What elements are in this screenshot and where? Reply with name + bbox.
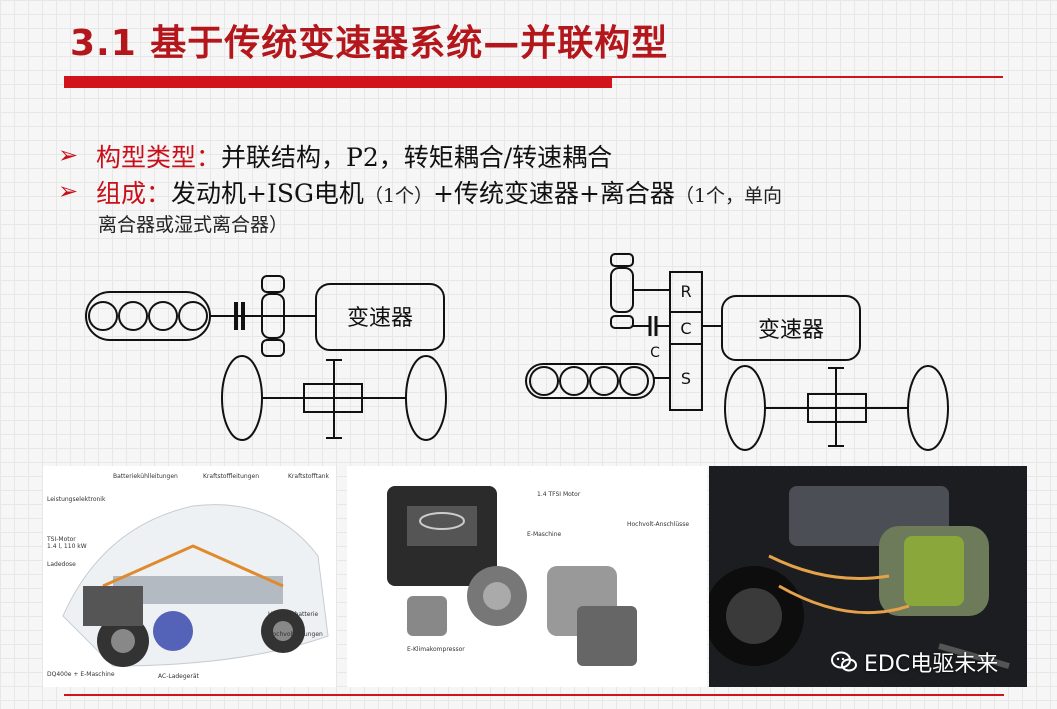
bottom-rule xyxy=(64,694,1004,696)
svg-text:Ladedose: Ladedose xyxy=(47,561,76,568)
svg-text:1.4 TFSI Motor: 1.4 TFSI Motor xyxy=(537,491,581,498)
photo-exploded-powertrain: 1.4 TFSI Motor E-Maschine Hochvolt-Ansch… xyxy=(347,466,707,687)
svg-text:Kraftstofftank: Kraftstofftank xyxy=(288,473,330,480)
diagram-left xyxy=(85,275,447,441)
svg-text:1.4 l, 110 kW: 1.4 l, 110 kW xyxy=(47,543,87,550)
svg-text:Batteriekühlleitungen: Batteriekühlleitungen xyxy=(113,473,178,480)
cylinder xyxy=(88,301,118,331)
title-underline-thick xyxy=(64,76,612,88)
gearbox-box xyxy=(315,283,445,351)
bullet-2-continuation: 离合器或湿式离合器） xyxy=(98,214,289,236)
car-cutaway-illustration: Batteriekühlleitungen Kraftstoffleitunge… xyxy=(46,473,330,680)
svg-text:Hochvoltleitungen: Hochvoltleitungen xyxy=(268,631,323,638)
wheel xyxy=(405,355,447,441)
bullet-2-note: （1个） xyxy=(363,185,434,207)
bullet-1: 构型类型：并联结构，P2，转矩耦合/转速耦合 xyxy=(96,138,612,174)
stack-label-r: R xyxy=(680,282,691,301)
cylinder xyxy=(148,301,178,331)
bullet-2: 组成：发动机+ISG电机（1个）+传统变速器+离合器（1个，单向 xyxy=(96,174,782,210)
watermark-text: EDC电驱未来 xyxy=(864,652,999,677)
title-underline-thin xyxy=(612,76,1003,78)
diagram-right xyxy=(525,253,949,451)
cylinder xyxy=(178,301,208,331)
hybrid-module-illustration xyxy=(709,466,1027,687)
bullet-1-text: 并联结构，P2，转矩耦合/转速耦合 xyxy=(221,143,613,172)
clutch-label: C xyxy=(650,345,660,361)
svg-text:Leistungselektronik: Leistungselektronik xyxy=(47,496,106,503)
exploded-engine-illustration: 1.4 TFSI Motor E-Maschine Hochvolt-Ansch… xyxy=(387,486,689,666)
wheel xyxy=(221,355,263,441)
motor-rotor xyxy=(261,293,285,339)
cylinder xyxy=(118,301,148,331)
motor-top xyxy=(261,275,285,293)
bullet-2-text: 发动机+ISG电机 xyxy=(171,179,364,208)
wechat-icon xyxy=(831,651,857,672)
bullet-2-note2: （1个，单向 xyxy=(674,185,783,207)
bullet-arrow-icon: ➢ xyxy=(58,141,79,169)
slide-title: 3.1 基于传统变速器系统—并联构型 xyxy=(70,23,669,64)
motor-bottom xyxy=(261,339,285,357)
photo-hybrid-module xyxy=(709,466,1027,687)
svg-text:Hochvoltbatterie: Hochvoltbatterie xyxy=(268,611,319,618)
bullet-1-label: 构型类型： xyxy=(96,143,222,172)
bullet-arrow-icon: ➢ xyxy=(58,177,79,205)
svg-text:AC-Ladegerät: AC-Ladegerät xyxy=(158,673,200,680)
motor-rotor xyxy=(610,267,634,313)
svg-text:Hochvolt-Anschlüsse: Hochvolt-Anschlüsse xyxy=(627,521,689,528)
svg-text:E-Klimakompressor: E-Klimakompressor xyxy=(407,646,465,653)
gearbox-box xyxy=(721,295,861,361)
svg-text:DQ400e + E-Maschine: DQ400e + E-Maschine xyxy=(47,671,115,678)
svg-text:Kraftstoffleitungen: Kraftstoffleitungen xyxy=(203,473,259,480)
watermark: EDC电驱未来 xyxy=(830,645,998,679)
svg-text:E-Maschine: E-Maschine xyxy=(527,531,562,538)
photo-car-cutaway: Batteriekühlleitungen Kraftstoffleitunge… xyxy=(43,466,336,687)
stack-label-c: C xyxy=(680,319,691,338)
bullet-2-label: 组成： xyxy=(96,179,172,208)
bullet-2-text2: +传统变速器+离合器 xyxy=(433,179,675,208)
svg-text:TSI-Motor: TSI-Motor xyxy=(46,536,76,543)
stack-label-s: S xyxy=(681,369,691,388)
engine-block xyxy=(525,363,655,399)
gearbox-label-left: 变速器 xyxy=(347,306,413,331)
gearbox-label-right: 变速器 xyxy=(758,318,824,343)
